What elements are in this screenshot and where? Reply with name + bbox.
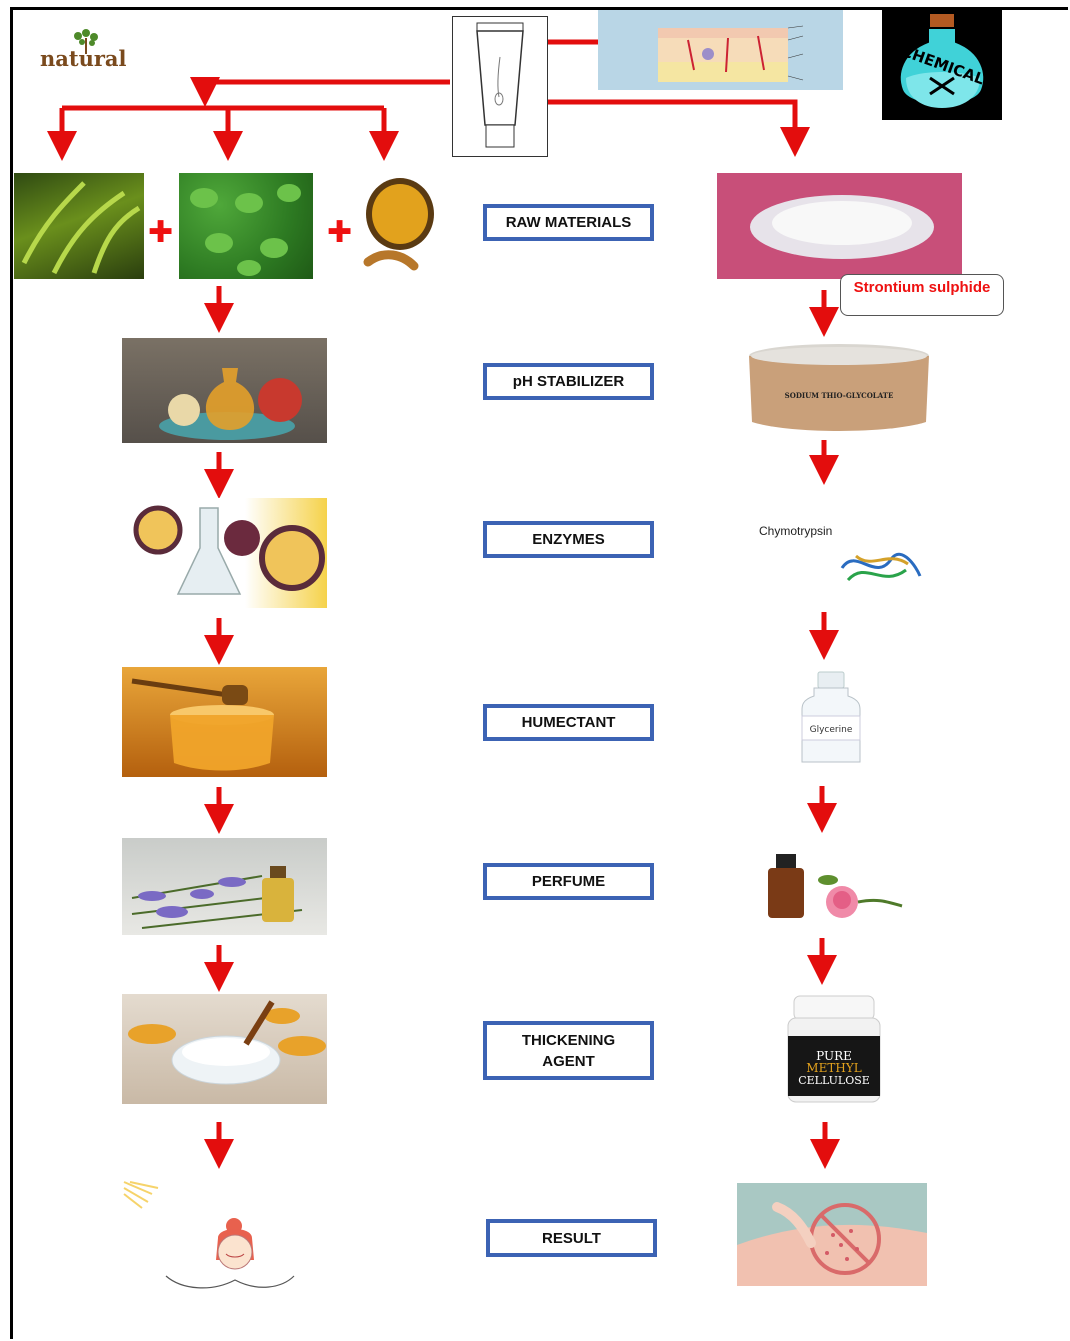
- methyl-cellulose-label-3: CELLULOSE: [798, 1074, 870, 1087]
- stage-perfume: PERFUME: [483, 863, 654, 900]
- methyl-cellulose-label-2: METHYL: [806, 1061, 861, 1075]
- stage-label: RESULT: [542, 1229, 601, 1247]
- apple-cider-vinegar-image: [122, 338, 327, 443]
- methyl-cellulose-jar-image: PURE METHYL CELLULOSE: [784, 994, 884, 1106]
- green-herb-leaves-image: [179, 173, 313, 279]
- stage-label: HUMECTANT: [521, 714, 616, 731]
- natural-logo: natural: [38, 28, 133, 71]
- strontium-sulphide-callout: Strontium sulphide: [840, 274, 1004, 316]
- happy-woman-illustration: [122, 1180, 302, 1295]
- strontium-sulphide-image: [717, 173, 962, 279]
- stage-thickening-agent: THICKENING AGENT: [483, 1021, 654, 1080]
- lavender-oil-image: [122, 838, 327, 935]
- stage-label: PERFUME: [531, 873, 606, 890]
- stage-ph-stabilizer: pH STABILIZER: [483, 363, 654, 400]
- sodium-thioglycolate-label: SODIUM THIO-GLYCOLATE: [785, 391, 894, 400]
- stage-label: ENZYMES: [532, 531, 605, 548]
- plus-icon: ✚: [327, 216, 353, 249]
- plus-icon: ✚: [148, 216, 174, 249]
- skin-rash-image: [737, 1183, 927, 1286]
- stage-humectant: HUMECTANT: [483, 704, 654, 741]
- stage-label: RAW MATERIALS: [505, 214, 632, 231]
- essential-oil-rose-image: [738, 850, 904, 922]
- strontium-sulphide-label: Strontium sulphide: [853, 279, 991, 296]
- stage-label: pH STABILIZER: [512, 373, 625, 390]
- chymotrypsin-label: Chymotrypsin: [759, 524, 833, 538]
- chemical-logo: CHEMICAL: [882, 8, 1002, 120]
- tube-to-natural-arrow: [190, 77, 450, 107]
- glycerine-label: Glycerine: [810, 725, 853, 735]
- stage-label: THICKENING AGENT: [521, 1031, 616, 1070]
- natural-logo-text: natural: [40, 46, 127, 70]
- stage-result: RESULT: [486, 1219, 657, 1257]
- honey-jar-image: [122, 667, 327, 777]
- methyl-cellulose-label-1: PURE: [816, 1049, 852, 1063]
- passion-fruit-flask-image: [122, 498, 327, 608]
- turmeric-powder-image: [358, 170, 438, 278]
- stage-raw-materials: RAW MATERIALS: [483, 204, 654, 241]
- skin-anatomy-image: [598, 10, 843, 90]
- sodium-thioglycolate-jar-image: SODIUM THIO-GLYCOLATE: [718, 336, 960, 441]
- chymotrypsin-molecule-image: [836, 540, 924, 592]
- glycerine-bottle-image: Glycerine: [800, 670, 862, 768]
- plant-leaves-image: [14, 173, 144, 279]
- stage-enzymes: ENZYMES: [483, 521, 654, 558]
- corn-starch-image: [122, 994, 327, 1104]
- cream-tube-image: [452, 16, 548, 157]
- diagram-frame: [10, 7, 1068, 1339]
- tube-to-chemical-arrow: [548, 99, 810, 157]
